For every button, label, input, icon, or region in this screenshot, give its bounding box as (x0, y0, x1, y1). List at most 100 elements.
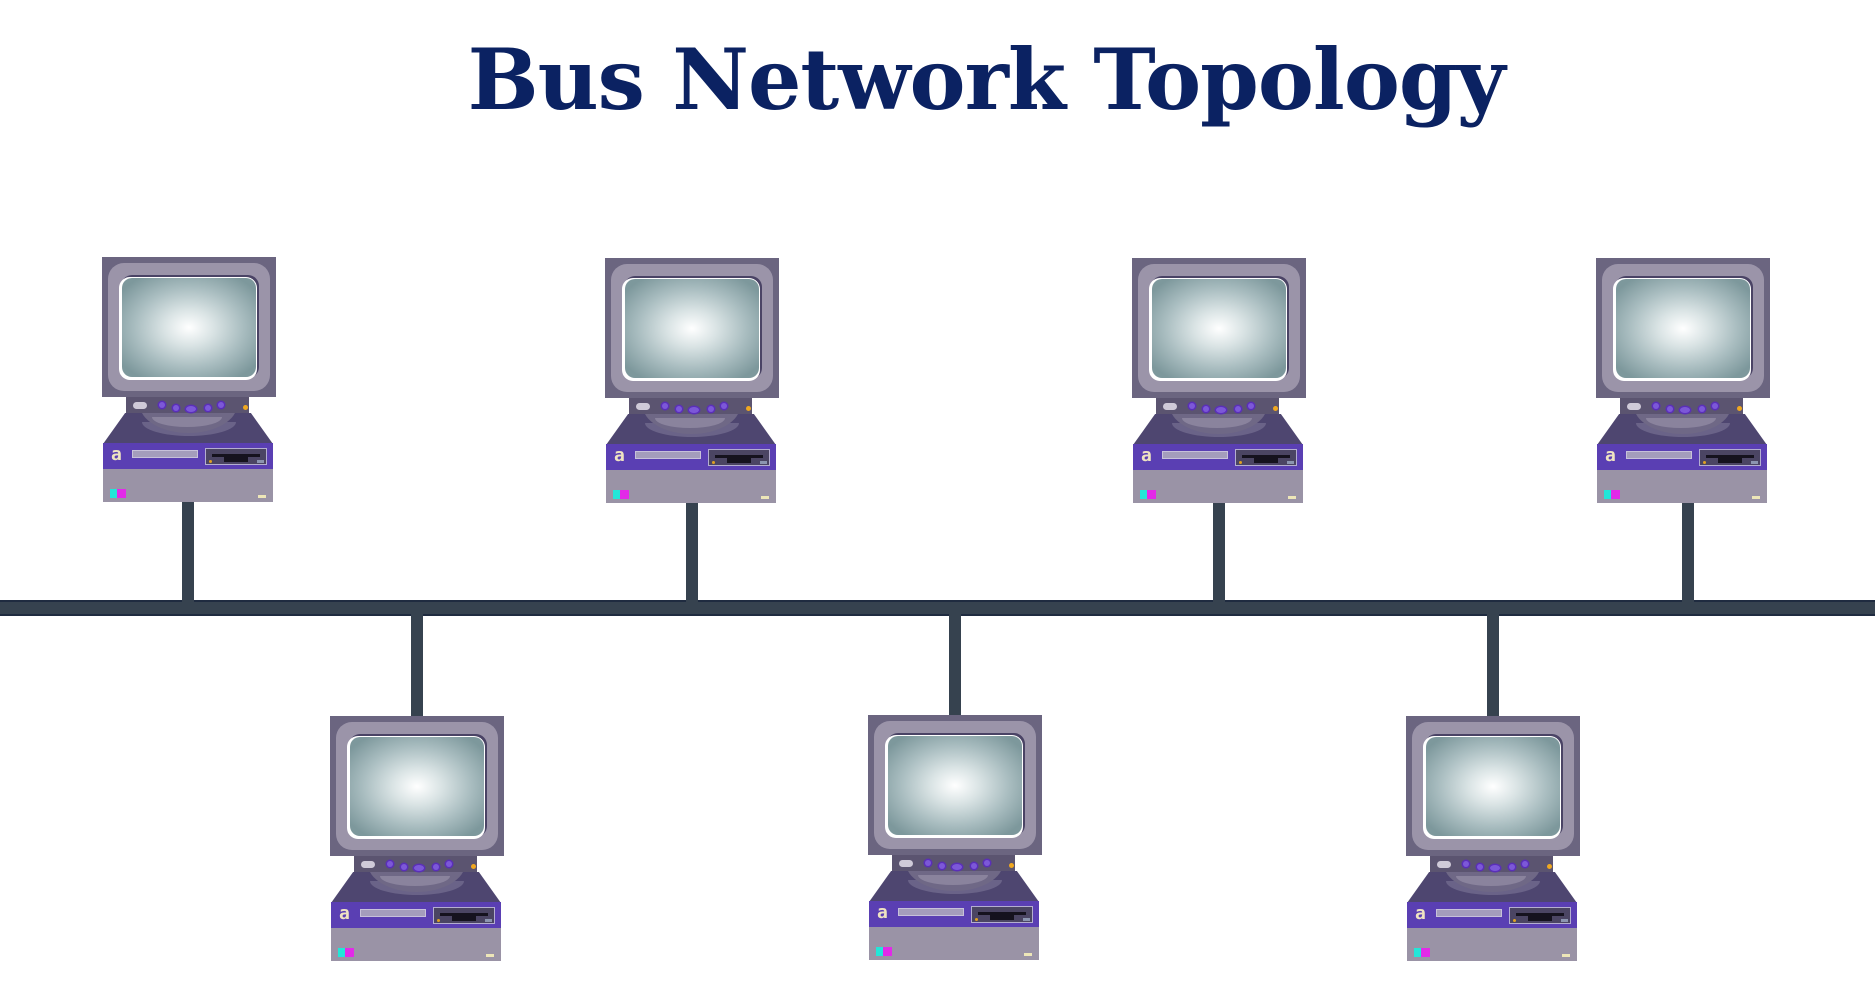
monitor-control-strip (1430, 856, 1553, 872)
floppy-eject-button (485, 919, 492, 922)
floppy-eject-button (257, 460, 264, 463)
power-led-icon (1273, 406, 1278, 411)
floppy-door (1254, 457, 1278, 463)
drop-cable (686, 503, 698, 602)
floppy-door (1718, 457, 1742, 463)
floppy-led-icon (975, 918, 978, 921)
monitor-button (361, 861, 375, 868)
floppy-eject-button (760, 461, 767, 464)
bus-backbone-cable (0, 600, 1875, 616)
led-icon (984, 860, 990, 866)
led-icon (186, 406, 196, 412)
monitor-screen (122, 278, 256, 377)
floppy-door (452, 915, 476, 921)
base-bottom-panel (606, 470, 776, 503)
floppy-slot (440, 913, 488, 916)
brand-logo-icon: a (339, 903, 350, 924)
base-bottom-panel (1597, 470, 1767, 503)
cyan-indicator-icon (1414, 948, 1422, 957)
magenta-indicator-icon (345, 948, 354, 957)
floppy-slot (978, 912, 1026, 915)
led-icon (401, 864, 407, 870)
drive-slot (132, 450, 198, 458)
drive-slot (635, 451, 701, 459)
drive-slot (898, 908, 964, 916)
power-led-icon (1737, 406, 1742, 411)
led-icon (676, 406, 682, 412)
label-tag (1288, 496, 1296, 499)
led-icon (1667, 406, 1673, 412)
computer-node-top-2: a (605, 258, 779, 503)
led-icon (414, 865, 424, 871)
monitor-stand-highlight (918, 875, 988, 885)
drive-slot (1162, 451, 1228, 459)
monitor-control-strip (1156, 398, 1279, 414)
floppy-slot (1242, 455, 1290, 458)
led-icon (205, 405, 211, 411)
led-icon (1477, 864, 1483, 870)
floppy-led-icon (437, 919, 440, 922)
floppy-eject-button (1287, 461, 1294, 464)
monitor-stand-highlight (380, 876, 450, 886)
label-tag (486, 954, 494, 957)
magenta-indicator-icon (1147, 490, 1156, 499)
brand-logo-icon: a (877, 902, 888, 923)
monitor-control-strip (1620, 398, 1743, 414)
base-bottom-panel (331, 928, 501, 961)
magenta-indicator-icon (883, 947, 892, 956)
magenta-indicator-icon (620, 490, 629, 499)
monitor-screen (1616, 279, 1750, 378)
monitor-button (899, 860, 913, 867)
floppy-slot (715, 455, 763, 458)
cyan-indicator-icon (613, 490, 621, 499)
monitor-button (636, 403, 650, 410)
led-icon (446, 861, 452, 867)
monitor-screen (888, 736, 1022, 835)
floppy-led-icon (712, 461, 715, 464)
led-icon (1463, 861, 1469, 867)
led-icon (387, 861, 393, 867)
monitor-stand-highlight (1456, 876, 1526, 886)
brand-logo-icon: a (1605, 445, 1616, 466)
led-icon (1203, 406, 1209, 412)
monitor-stand-highlight (152, 417, 222, 427)
drive-slot (1626, 451, 1692, 459)
led-icon (159, 402, 165, 408)
label-tag (1024, 953, 1032, 956)
cyan-indicator-icon (338, 948, 346, 957)
led-icon (1680, 407, 1690, 413)
computer-node-bottom-5: a (330, 716, 504, 961)
led-icon (1712, 403, 1718, 409)
drop-cable (1487, 614, 1499, 716)
led-icon (708, 406, 714, 412)
monitor-control-strip (126, 397, 249, 413)
brand-logo-icon: a (111, 444, 122, 465)
led-icon (662, 403, 668, 409)
led-icon (952, 864, 962, 870)
led-icon (218, 402, 224, 408)
power-led-icon (746, 406, 751, 411)
magenta-indicator-icon (1611, 490, 1620, 499)
led-icon (1189, 403, 1195, 409)
monitor-control-strip (629, 398, 752, 414)
drive-slot (1436, 909, 1502, 917)
led-icon (925, 860, 931, 866)
drive-slot (360, 909, 426, 917)
cyan-indicator-icon (110, 489, 118, 498)
monitor-stand-highlight (1182, 418, 1252, 428)
power-led-icon (471, 864, 476, 869)
brand-logo-icon: a (1141, 445, 1152, 466)
led-icon (939, 863, 945, 869)
base-bottom-panel (103, 469, 273, 502)
led-icon (173, 405, 179, 411)
base-bottom-panel (869, 927, 1039, 960)
floppy-eject-button (1023, 918, 1030, 921)
monitor-stand-highlight (655, 418, 725, 428)
computer-node-top-1: a (102, 257, 276, 502)
magenta-indicator-icon (1421, 948, 1430, 957)
power-led-icon (243, 405, 248, 410)
cyan-indicator-icon (1604, 490, 1612, 499)
cyan-indicator-icon (876, 947, 884, 956)
monitor-button (1627, 403, 1641, 410)
drop-cable (1682, 503, 1694, 602)
